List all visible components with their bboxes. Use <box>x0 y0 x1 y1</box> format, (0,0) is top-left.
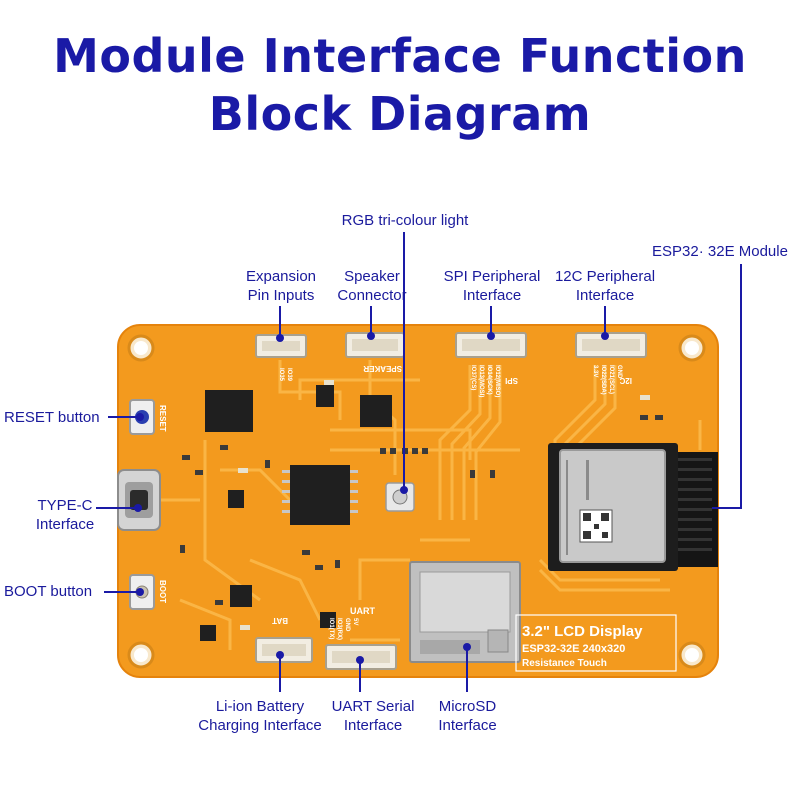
silk-spi: SPI <box>505 376 518 385</box>
silk-speaker: SPEAKER <box>363 364 402 373</box>
esp32-module-shield <box>559 449 666 563</box>
smd-components <box>180 415 663 605</box>
page-title-line-2: Block Diagram <box>208 87 592 141</box>
silk-reset: RESET <box>158 405 167 432</box>
callout-lines <box>96 232 742 692</box>
transistor-2 <box>228 490 244 508</box>
label-expansion: Expansion Pin Inputs <box>245 268 317 304</box>
lcd-label-area <box>515 614 677 672</box>
label-speaker: Speaker Connector <box>337 268 407 304</box>
battery-connector <box>255 637 313 663</box>
silk-i2c-pin-3: IO21(SCL) <box>608 365 614 394</box>
silk-uart: UART <box>350 606 375 616</box>
silk-uart-pin-3: GND <box>344 618 350 632</box>
transistor-3 <box>320 612 336 628</box>
lcd-title: 3.2" LCD Display <box>522 623 643 640</box>
silk-bat: BAT <box>272 616 288 625</box>
silk-boot: BOOT <box>158 580 167 603</box>
i2c-connector <box>575 332 647 358</box>
silk-i2c: I2C <box>619 376 632 385</box>
ic-center <box>290 465 350 525</box>
silk-i2c-pin-2: IO22(SDA) <box>600 365 606 395</box>
silk-i2c-pin-1: 3.3V <box>592 365 598 377</box>
label-boot: BOOT button <box>4 583 93 600</box>
ic-speaker-amp <box>360 395 392 427</box>
silk-i2c-pin-4: GND <box>616 365 622 379</box>
silk-spi-pin-4: IO12(MISO) <box>494 365 500 397</box>
silk-spi-pin-1: IO37(CS) <box>470 365 476 390</box>
silk-io35: IO35 <box>278 368 284 382</box>
label-microsd: MicroSD Interface <box>438 698 497 734</box>
transistor-4 <box>200 625 216 641</box>
label-esp32: ESP32· 32E Module <box>652 243 788 260</box>
page-title-line-1: Module Interface Function <box>53 29 747 83</box>
label-rgb-light: RGB tri-colour light <box>341 212 469 229</box>
ic-battery <box>230 585 252 607</box>
lcd-touch: Resistance Touch <box>522 658 607 669</box>
silk-uart-pin-2: IO3(RX) <box>336 618 342 640</box>
speaker-connector <box>345 332 405 358</box>
label-spi: SPI Peripheral Interface <box>443 268 541 304</box>
transistor-1 <box>316 385 334 407</box>
callout-dots <box>134 332 609 664</box>
label-typec: TYPE-C Interface <box>35 497 95 533</box>
label-i2c: 12C Peripheral Interface <box>554 268 656 304</box>
ic-left <box>205 390 253 432</box>
silk-io39: IO39 <box>286 368 292 382</box>
silk-uart-pin-4: 5V <box>352 618 358 625</box>
lcd-model: ESP32-32E 240x320 <box>522 643 625 655</box>
label-battery: Li-ion Battery Charging Interface <box>198 698 322 734</box>
silk-spi-pin-2: IO13(MOSI) <box>478 365 484 397</box>
silk-uart-pin-1: IO1(TX) <box>328 618 334 639</box>
silk-spi-pin-3: IO14(SCK) <box>486 365 492 395</box>
label-uart: UART Serial Interface <box>331 698 415 734</box>
mounting-holes <box>127 334 706 669</box>
label-reset: RESET button <box>4 409 100 426</box>
pcb-traces <box>160 360 702 650</box>
